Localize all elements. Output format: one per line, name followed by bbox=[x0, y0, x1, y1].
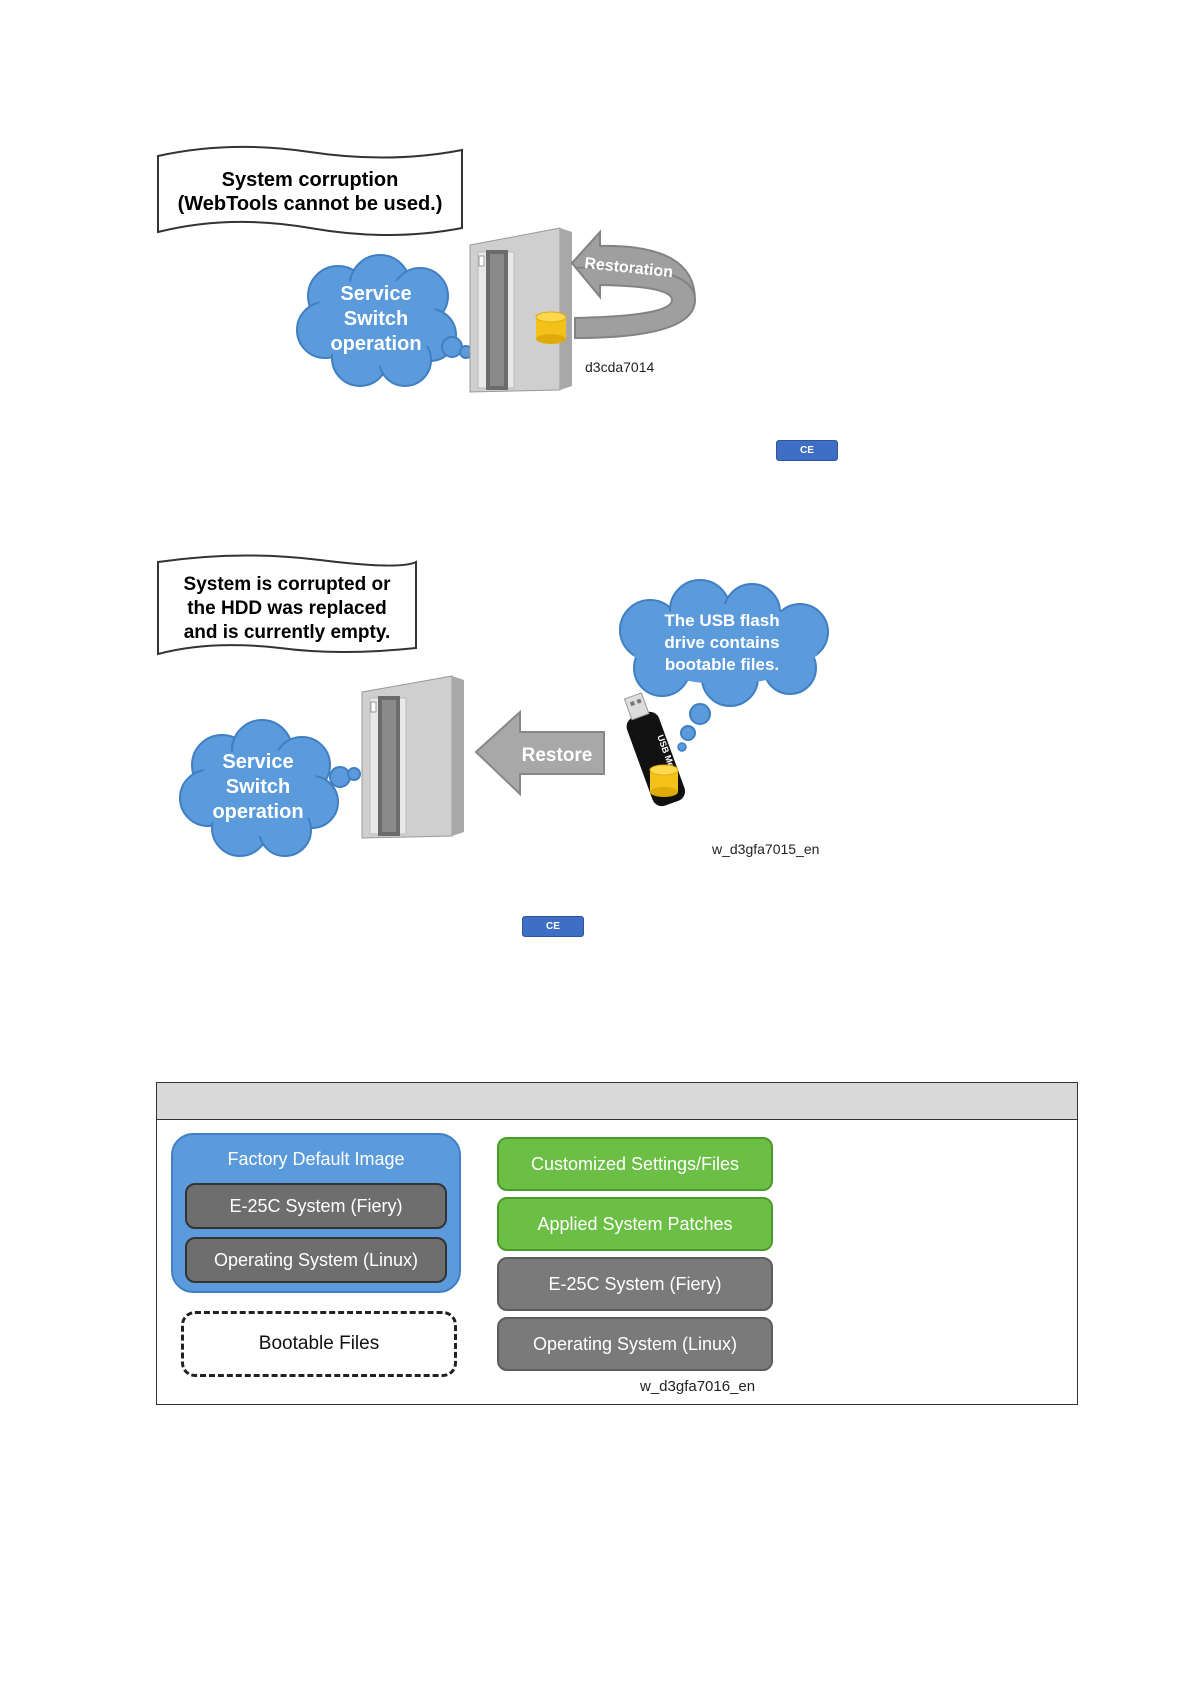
figure-1-diagram: System corruption (WebTools cannot be us… bbox=[157, 145, 697, 393]
thought-cloud bbox=[296, 254, 479, 387]
figure-1-id: d3cda7014 bbox=[585, 359, 655, 375]
thought-cloud bbox=[179, 719, 361, 857]
image-structure-table: Factory Default Image E-25C System (Fier… bbox=[156, 1082, 1078, 1405]
database-drum-icon bbox=[535, 311, 567, 344]
banner-shape bbox=[157, 554, 417, 656]
factory-fiery-box: E-25C System (Fiery) bbox=[185, 1183, 447, 1229]
server-tower-icon bbox=[469, 227, 572, 393]
banner-line-2: (WebTools cannot be used.) bbox=[178, 193, 443, 215]
usb-cloud-line-3: bootable files. bbox=[665, 655, 779, 674]
usb-cloud-line-1: The USB flash bbox=[664, 611, 779, 630]
usb-flash-drive-icon: USB Me bbox=[623, 692, 686, 807]
restore-arrow-icon bbox=[474, 709, 605, 797]
cloud-line-2: Switch bbox=[344, 308, 408, 330]
cloud-line-2: Switch bbox=[226, 776, 290, 798]
cloud-line-3: operation bbox=[212, 801, 303, 823]
thought-cloud-usb bbox=[619, 579, 829, 752]
banner-line-1: System corruption bbox=[222, 169, 399, 191]
restore-label: Restore bbox=[522, 745, 593, 766]
table-header-row bbox=[157, 1083, 1077, 1120]
bootable-files-box: Bootable Files bbox=[181, 1311, 457, 1377]
factory-default-image-panel: Factory Default Image E-25C System (Fier… bbox=[171, 1133, 461, 1293]
restoration-arrow-icon bbox=[570, 229, 697, 340]
factory-linux-box: Operating System (Linux) bbox=[185, 1237, 447, 1283]
ce-badge: CE bbox=[776, 440, 838, 461]
banner-shape bbox=[157, 145, 463, 236]
customized-settings-box: Customized Settings/Files bbox=[497, 1137, 773, 1191]
cloud-line-3: operation bbox=[330, 333, 421, 355]
applied-patches-box: Applied System Patches bbox=[497, 1197, 773, 1251]
banner-line-3: and is currently empty. bbox=[184, 622, 391, 643]
linux-os-box: Operating System (Linux) bbox=[497, 1317, 773, 1371]
cloud-line-1: Service bbox=[340, 283, 411, 305]
ce-badge: CE bbox=[522, 916, 584, 937]
figure-3-id: w_d3gfa7016_en bbox=[640, 1378, 756, 1395]
figure-2-diagram: System is corrupted or the HDD was repla… bbox=[157, 554, 829, 857]
fiery-system-box: E-25C System (Fiery) bbox=[497, 1257, 773, 1311]
factory-default-image-title: Factory Default Image bbox=[227, 1149, 405, 1169]
banner-line-1: System is corrupted or bbox=[184, 574, 392, 595]
banner-line-2: the HDD was replaced bbox=[187, 598, 387, 619]
usb-cloud-line-2: drive contains bbox=[664, 633, 779, 652]
figure-2-id: w_d3gfa7015_en bbox=[711, 841, 819, 857]
cloud-line-1: Service bbox=[222, 751, 293, 773]
server-tower-icon bbox=[361, 675, 464, 839]
